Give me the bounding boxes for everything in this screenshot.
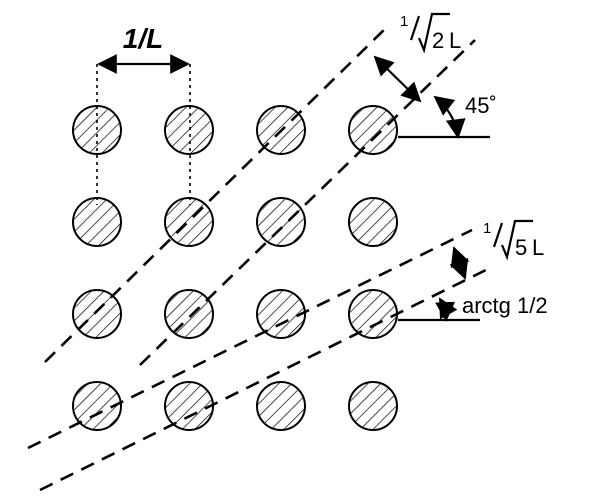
slope-spacing-arrow [449,246,470,280]
lattice-point [164,289,214,339]
angle-label-45: 45˚ [465,93,497,118]
lattice-point [348,381,398,431]
diagonal-spacing-label: 1 2 L [400,12,461,54]
angle-arc-arctg [435,297,458,322]
lattice-point [72,381,122,431]
lattice-point [164,381,214,431]
lattice-point [72,289,122,339]
slope-line-lower [39,266,491,492]
angle-label-arctg: arctg 1/2 [462,293,548,318]
svg-text:5: 5 [515,235,527,260]
spacing-label: 1/L [123,23,163,54]
lattice-point [256,381,306,431]
svg-text:2: 2 [432,28,444,53]
lattice-point [164,105,214,155]
lattice-point [72,197,122,247]
slope-line-upper [27,228,473,450]
svg-text:1: 1 [483,220,491,237]
lattice-point [164,197,214,247]
lattice-point [256,289,306,339]
diagonal-line-lower [44,25,389,363]
svg-text:1: 1 [400,13,408,30]
svg-text:L: L [532,235,544,260]
diagonal-line-upper [139,39,476,366]
lattice-point [256,197,306,247]
lattice-points [72,105,398,431]
lattice-point [348,105,398,155]
lattice-point [348,289,398,339]
slope-spacing-label: 1 5 L [483,219,544,261]
angle-arc-45 [433,95,466,139]
diagonal-spacing-arrow [373,55,422,103]
lattice-point [348,197,398,247]
svg-text:L: L [449,28,461,53]
